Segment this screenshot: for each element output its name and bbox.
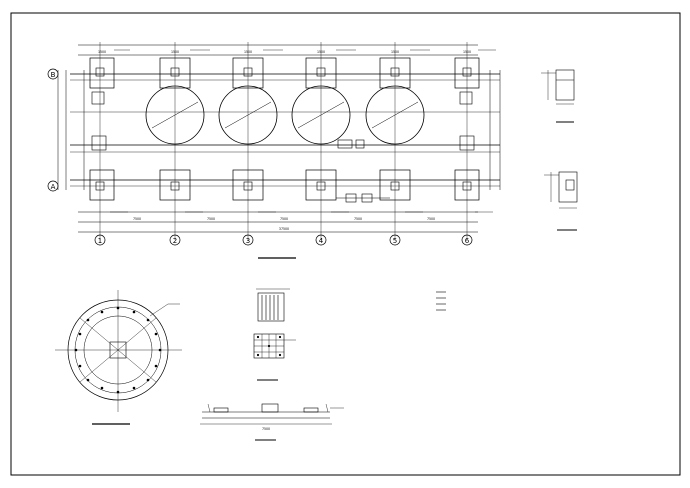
axis-bubble-4: 4 [315, 234, 327, 246]
tie-markers [336, 139, 390, 203]
pier-dim: 1500 [463, 50, 471, 54]
foundation-plan [57, 42, 501, 240]
beam-section-dim: 7500 [262, 427, 270, 431]
axis-label: 5 [393, 237, 397, 245]
tank-circle [218, 85, 278, 145]
pier-dim: 1500 [98, 50, 106, 54]
axis-label: 2 [173, 237, 177, 245]
section-detail-top [541, 69, 575, 123]
axis-bubbles: 1 2 3 4 5 6 B A [47, 68, 473, 246]
axis-bubble-3: 3 [242, 234, 254, 246]
span-dim: 7500 [280, 217, 288, 221]
axis-bubble-2: 2 [169, 234, 181, 246]
axis-bubble-6: 6 [461, 234, 473, 246]
axis-label: 4 [319, 237, 324, 245]
pile-cap-plan [253, 333, 296, 359]
beam-section [200, 403, 344, 425]
tank-circles [145, 85, 425, 145]
footing-bottom [89, 169, 480, 201]
span-dim: 7500 [354, 217, 362, 221]
circular-foundation-detail [55, 290, 182, 412]
footing-top [89, 57, 480, 89]
span-dim: 7500 [427, 217, 435, 221]
footings [89, 57, 480, 203]
axis-bubble-B: B [47, 68, 59, 80]
notes-block [436, 291, 446, 311]
axis-label: 1 [98, 237, 102, 245]
bolt-dots [74, 306, 162, 394]
axis-label: A [51, 183, 56, 191]
axis-bubble-5: 5 [389, 234, 401, 246]
span-dim: 7500 [207, 217, 215, 221]
total-dim: 37500 [279, 227, 289, 231]
sheet-border [10, 12, 681, 476]
leader-lines [110, 49, 496, 213]
dimension-texts: 7500 7500 7500 7500 7500 37500 1500 1500… [98, 50, 471, 231]
column-stubs [91, 67, 475, 191]
pier-dim: 1500 [391, 50, 399, 54]
pier-dim: 1500 [317, 50, 325, 54]
pile-cap-elevation [256, 288, 290, 322]
axis-label: 3 [246, 237, 250, 245]
axis-bubble-A: A [47, 180, 59, 192]
tank-circle [145, 85, 205, 145]
tank-circle [365, 85, 425, 145]
axis-label: 6 [465, 237, 470, 245]
axis-bubble-1: 1 [94, 234, 106, 246]
span-dim: 7500 [133, 217, 141, 221]
pier-dim: 1500 [244, 50, 252, 54]
section-detail-bottom [544, 171, 578, 231]
tank-circle [291, 85, 351, 145]
pier-dim: 1500 [171, 50, 179, 54]
axis-label: B [51, 71, 56, 79]
